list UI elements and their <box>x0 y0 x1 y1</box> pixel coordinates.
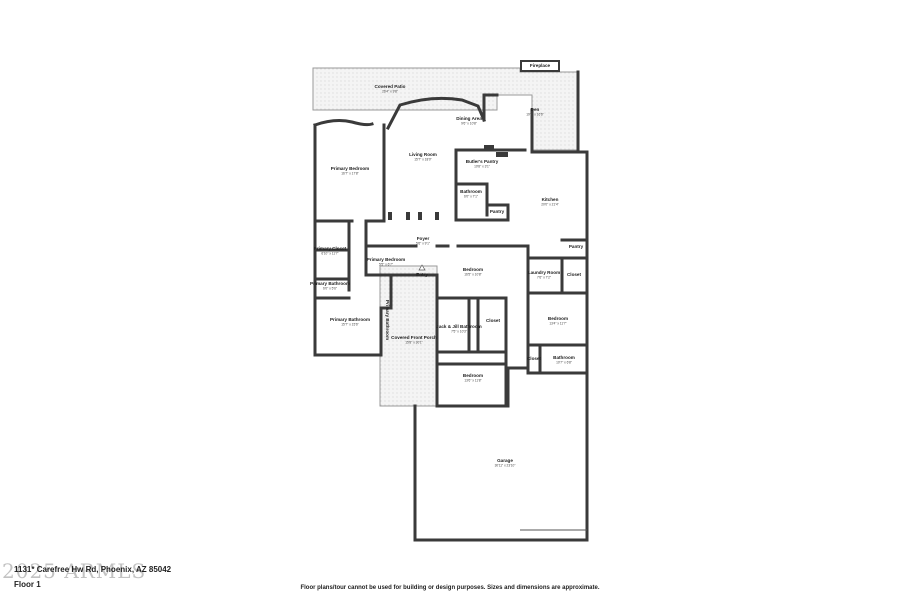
room-name: Bathroom <box>460 189 482 194</box>
room-dimensions: 6'0" x 7'1" <box>464 195 478 199</box>
room-dimensions: 19'8" x 16'6" <box>526 113 543 117</box>
room-dimensions: 20'0" x 21'4" <box>541 203 558 207</box>
room-dimensions: 16'7" x 17'8" <box>341 172 358 176</box>
room-name: Foyer <box>417 236 430 241</box>
room-fireplace: Fireplace <box>530 63 551 68</box>
room-dimensions: 7'6" x 7'2" <box>537 276 551 280</box>
address: 1131* Carefree Hw Rd, Phoenix, AZ 85042 <box>14 565 172 574</box>
watermark: 2025 ARMLS <box>2 559 147 583</box>
room-name: Pantry <box>490 209 505 214</box>
room-dimensions: 26'4" x 9'8" <box>382 90 398 94</box>
room-primary-bathroom-3: Primary Bathroom <box>385 300 390 340</box>
room-dimensions: 6'0" x 5'6" <box>323 287 337 291</box>
garage-walls <box>413 371 589 542</box>
room-name: Primary Bathroom <box>310 281 350 286</box>
dining-fixture <box>484 145 494 150</box>
room-dimensions: 15'7" x 15'6" <box>341 323 358 327</box>
room-name: Bedroom <box>463 267 483 272</box>
room-name: Garage <box>497 458 513 463</box>
room-dimensions: 9'6" x 10'8" <box>461 122 477 126</box>
room-dimensions: 15'7" x 18'0" <box>414 158 431 162</box>
room-dimensions: 10'8" x 3'1" <box>474 165 490 169</box>
room-dimensions: 13'6" x 11'8" <box>464 379 481 383</box>
interior-walls <box>313 123 589 408</box>
room-dimensions: 16'5" x 10'8" <box>464 273 481 277</box>
room-name: Living Room <box>409 152 437 157</box>
room-name: Primary Bathroom <box>385 300 390 340</box>
entry-arrow-icon <box>418 264 426 271</box>
room-name: Laundry Room <box>528 270 560 275</box>
floor-label: Floor 1 <box>14 580 41 589</box>
exterior-wall <box>313 108 589 408</box>
room-dimensions: 6'10" x 11'7" <box>321 252 338 256</box>
room-dimensions: 5'5" x 6'7" <box>379 263 393 267</box>
disclaimer: Floor plans/tour cannot be used for buil… <box>300 585 600 591</box>
room-name: Closet <box>527 356 542 361</box>
room-closet-2: Closet <box>486 318 501 323</box>
room-name: Bedroom <box>463 373 483 378</box>
room-name: Primary Bathroom <box>330 317 370 322</box>
room-name: Primary Bedroom <box>331 166 370 171</box>
room-name: Butler's Pantry <box>466 159 499 164</box>
room-closet-3: Closet <box>527 356 542 361</box>
fireplace-box <box>520 60 560 72</box>
primary-bedroom-bay <box>313 119 374 127</box>
room-name: Jack & Jill Bathroom <box>436 324 481 329</box>
room-closet-1: Closet <box>567 272 582 277</box>
kitchen-counter <box>496 152 508 157</box>
room-dimensions: 5'6" x 9'1" <box>416 242 430 246</box>
living-bay <box>385 96 486 131</box>
room-pantry-1: Pantry <box>490 209 505 214</box>
room-name: Entry <box>416 272 428 277</box>
room-name: Bedroom <box>548 316 568 321</box>
columns <box>388 212 439 220</box>
room-name: Den <box>531 107 540 112</box>
room-name: Pantry <box>569 244 584 249</box>
room-name: Fireplace <box>530 63 551 68</box>
room-dimensions: 7'5" x 10'3" <box>451 330 467 334</box>
room-dimensions: 10'7" x 6'8" <box>556 361 572 365</box>
room-pantry-2: Pantry <box>569 244 584 249</box>
room-name: Kitchen <box>542 197 559 202</box>
room-name: Bathroom <box>553 355 575 360</box>
room-name: Primary Bedroom <box>367 257 406 262</box>
room-name: Primary Closet <box>314 246 347 251</box>
room-name: Closet <box>567 272 582 277</box>
room-name: Closet <box>486 318 501 323</box>
room-name: Covered Front Porch <box>391 335 437 340</box>
room-name: Covered Patio <box>375 84 406 89</box>
den-wall <box>482 93 499 122</box>
room-dimensions: 13'4" x 11'7" <box>549 322 566 326</box>
room-dimensions: 15'8" x 30'1" <box>405 341 422 345</box>
room-entry: Entry <box>416 272 428 277</box>
room-name: Dining Area <box>456 116 482 121</box>
room-dimensions: 30'11" x 23'10" <box>495 464 516 468</box>
